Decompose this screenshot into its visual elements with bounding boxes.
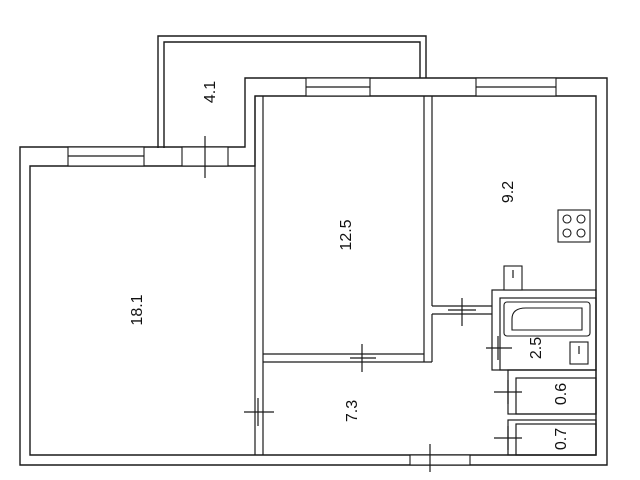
- balcony: [157, 35, 427, 148]
- washbasin-icon: [569, 341, 589, 365]
- area-label-balcony: 4.1: [202, 81, 219, 103]
- area-label-room-middle: 12.5: [338, 219, 355, 250]
- area-label-kitchen: 9.2: [500, 181, 517, 203]
- area-label-bathroom: 2.5: [528, 337, 545, 359]
- area-label-toilet: 0.6: [553, 383, 570, 405]
- balcony-door: [181, 136, 229, 178]
- windows: [67, 77, 557, 466]
- window-hallway: [409, 454, 471, 466]
- sink-icon: [503, 265, 523, 291]
- interior-walls: [254, 96, 597, 456]
- doors: [244, 298, 522, 472]
- area-label-closet: 0.7: [553, 428, 570, 450]
- area-label-hallway: 7.3: [344, 400, 361, 422]
- stove-icon: [557, 209, 591, 243]
- area-label-room-large: 18.1: [129, 294, 146, 325]
- bathtub-icon: [503, 301, 591, 337]
